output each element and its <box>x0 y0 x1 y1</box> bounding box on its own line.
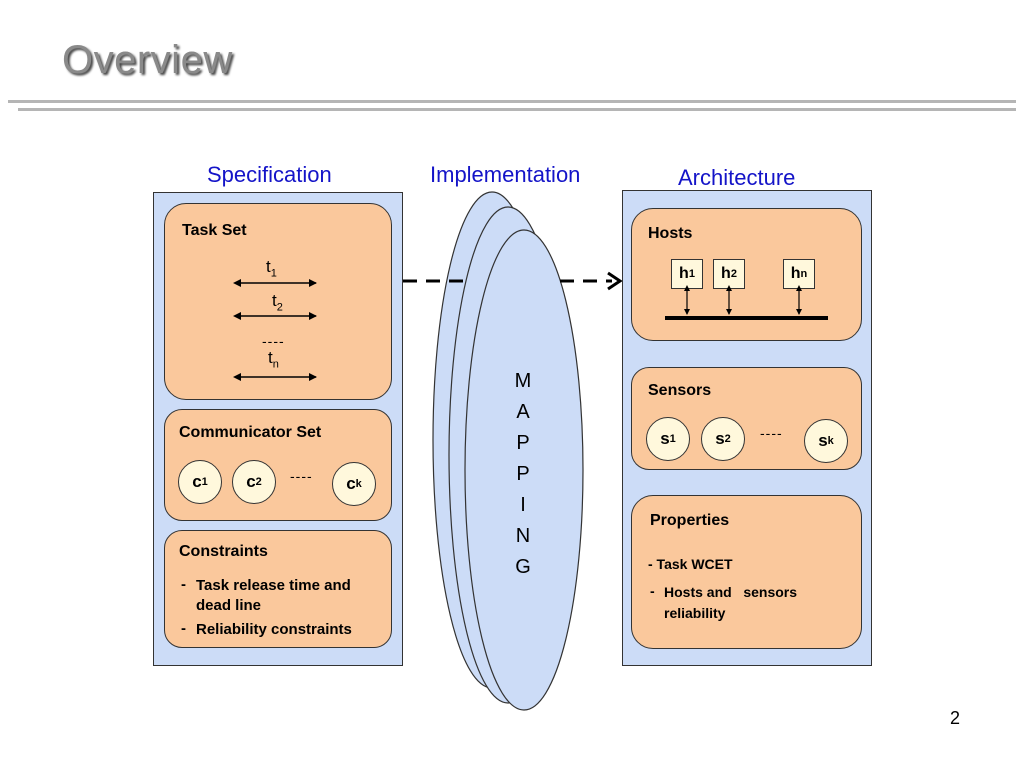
property-bullet-2: - <box>650 583 655 599</box>
mapping-ellipse-front <box>464 229 584 711</box>
specification-heading: Specification <box>207 162 332 187</box>
task-set-title: Task Set <box>182 222 247 239</box>
communicator-ellipsis: ---- <box>290 468 313 484</box>
slide-title: Overview <box>62 38 233 82</box>
constraint-bullet-2: - <box>181 620 186 637</box>
constraints-box: Constraints <box>164 530 392 648</box>
hosts-title: Hosts <box>648 225 693 242</box>
sensor-ellipsis: ---- <box>760 425 783 441</box>
property-reliability: reliability <box>664 605 726 621</box>
mapping-arrowhead <box>607 271 623 291</box>
property-hosts-sensors: Hosts and sensors <box>664 584 798 600</box>
constraint-item-1: Task release time and dead line <box>196 577 351 614</box>
task-label-2: t2 <box>272 291 283 314</box>
properties-box: Properties <box>631 495 862 649</box>
task-set-box: Task Set <box>164 203 392 400</box>
page-number: 2 <box>950 708 961 728</box>
constraints-title: Constraints <box>179 543 268 560</box>
communicator-set-title: Communicator Set <box>179 424 322 441</box>
title-divider-top <box>8 100 1016 103</box>
task-label-1: t1 <box>266 257 277 280</box>
architecture-heading: Architecture <box>678 165 796 190</box>
property-task-wcet: - Task WCET <box>648 556 733 572</box>
task-ellipsis: ---- <box>262 333 285 349</box>
implementation-heading: Implementation <box>430 162 581 187</box>
task-label-n: tn <box>268 348 279 371</box>
constraint-bullet-1: - <box>181 576 186 593</box>
mapping-label: M A P P I N G <box>514 370 532 578</box>
sensors-title: Sensors <box>648 382 712 399</box>
constraint-item-2: Reliability constraints <box>196 621 352 638</box>
properties-title: Properties <box>650 512 730 529</box>
title-divider-bottom <box>18 108 1016 111</box>
